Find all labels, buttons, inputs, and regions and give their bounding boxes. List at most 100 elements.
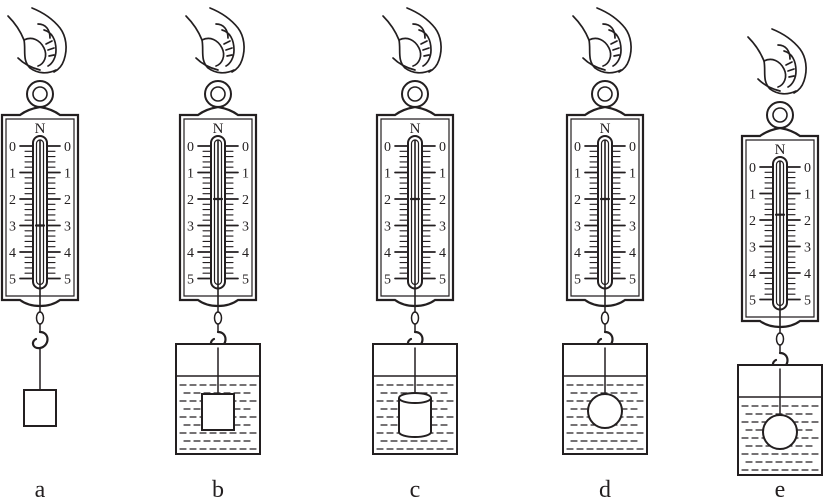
hand-outline bbox=[31, 7, 67, 73]
tick-label: 1 bbox=[574, 167, 581, 182]
tick-label: 1 bbox=[629, 167, 636, 182]
scale-body-inner-border bbox=[183, 118, 253, 297]
tick-label: 0 bbox=[9, 140, 16, 155]
finger bbox=[37, 23, 51, 39]
unit-label: N bbox=[35, 121, 46, 137]
cylinder-top bbox=[398, 392, 432, 404]
tick-label: 1 bbox=[384, 167, 391, 182]
tick-label: 4 bbox=[242, 246, 249, 261]
hand-outline bbox=[7, 15, 57, 74]
hand-illustration bbox=[382, 7, 442, 74]
knuckle-lines bbox=[223, 40, 233, 57]
tick-label: 2 bbox=[187, 193, 194, 208]
hook bbox=[31, 330, 49, 350]
tick-label: 1 bbox=[804, 188, 811, 203]
finger bbox=[23, 37, 47, 67]
tick-label: 3 bbox=[242, 220, 249, 235]
top-ring-inner bbox=[772, 107, 788, 123]
knuckle-lines bbox=[610, 40, 620, 57]
tick-label: 4 bbox=[9, 246, 16, 261]
cylinder-object bbox=[398, 398, 432, 438]
tick-label: 3 bbox=[629, 220, 636, 235]
tick-label: 2 bbox=[629, 193, 636, 208]
knuckle-lines bbox=[785, 61, 795, 78]
tick-label: 3 bbox=[187, 220, 194, 235]
hand-outline bbox=[572, 15, 622, 74]
hand-outline bbox=[382, 15, 432, 74]
tick-label: 2 bbox=[749, 214, 756, 229]
tick-label: 4 bbox=[187, 246, 194, 261]
panel-label: a bbox=[35, 477, 46, 503]
chain-link bbox=[600, 311, 610, 325]
tick-label: 0 bbox=[384, 140, 391, 155]
tick-label: 3 bbox=[384, 220, 391, 235]
tick-label: 2 bbox=[384, 193, 391, 208]
finger bbox=[195, 57, 219, 71]
hand-outline bbox=[406, 7, 442, 73]
tick-label: 5 bbox=[384, 273, 391, 288]
finger bbox=[777, 44, 791, 60]
finger bbox=[392, 57, 416, 71]
tick-label: 4 bbox=[804, 267, 811, 282]
finger bbox=[763, 58, 787, 88]
tick-label: 3 bbox=[574, 220, 581, 235]
top-ring bbox=[204, 80, 232, 108]
chain-link bbox=[410, 311, 420, 325]
scale-body-inner-border bbox=[745, 139, 815, 318]
tick-label: 3 bbox=[64, 220, 71, 235]
top-ring bbox=[26, 80, 54, 108]
unit-label: N bbox=[775, 142, 786, 158]
tick-label: 0 bbox=[749, 161, 756, 176]
top-ring-inner bbox=[32, 86, 48, 102]
unit-label: N bbox=[600, 121, 611, 137]
tick-label: 2 bbox=[574, 193, 581, 208]
tick-label: 5 bbox=[749, 294, 756, 309]
chain-link bbox=[775, 332, 785, 346]
top-ring bbox=[591, 80, 619, 108]
hand-outline bbox=[747, 36, 797, 95]
hand-illustration bbox=[572, 7, 632, 74]
knuckle-lines bbox=[45, 40, 55, 57]
panel-label: b bbox=[212, 477, 224, 503]
finger bbox=[588, 37, 612, 67]
top-ring bbox=[766, 101, 794, 129]
tick-label: 0 bbox=[574, 140, 581, 155]
tick-label: 0 bbox=[439, 140, 446, 155]
tick-label: 5 bbox=[242, 273, 249, 288]
top-ring-inner bbox=[597, 86, 613, 102]
hand-outline bbox=[185, 15, 235, 74]
finger bbox=[201, 37, 225, 67]
chain-link bbox=[213, 311, 223, 325]
hand-outline bbox=[771, 28, 807, 94]
scale-body-inner-border bbox=[5, 118, 75, 297]
scale-body-inner-border bbox=[570, 118, 640, 297]
tick-label: 3 bbox=[9, 220, 16, 235]
tick-label: 2 bbox=[242, 193, 249, 208]
tick-label: 1 bbox=[242, 167, 249, 182]
panel-label: c bbox=[410, 477, 421, 503]
tick-label: 1 bbox=[9, 167, 16, 182]
finger bbox=[757, 78, 781, 92]
tick-label: 5 bbox=[187, 273, 194, 288]
tick-label: 1 bbox=[439, 167, 446, 182]
tick-label: 1 bbox=[64, 167, 71, 182]
tick-label: 3 bbox=[439, 220, 446, 235]
top-ring-inner bbox=[210, 86, 226, 102]
finger bbox=[17, 57, 41, 71]
tick-label: 0 bbox=[629, 140, 636, 155]
tick-label: 2 bbox=[64, 193, 71, 208]
cube-object bbox=[23, 389, 57, 427]
tick-label: 0 bbox=[242, 140, 249, 155]
finger bbox=[215, 23, 229, 39]
hand-illustration bbox=[185, 7, 245, 74]
tick-label: 4 bbox=[64, 246, 71, 261]
sphere-object bbox=[587, 393, 623, 429]
tick-label: 5 bbox=[574, 273, 581, 288]
hand-outline bbox=[596, 7, 632, 73]
